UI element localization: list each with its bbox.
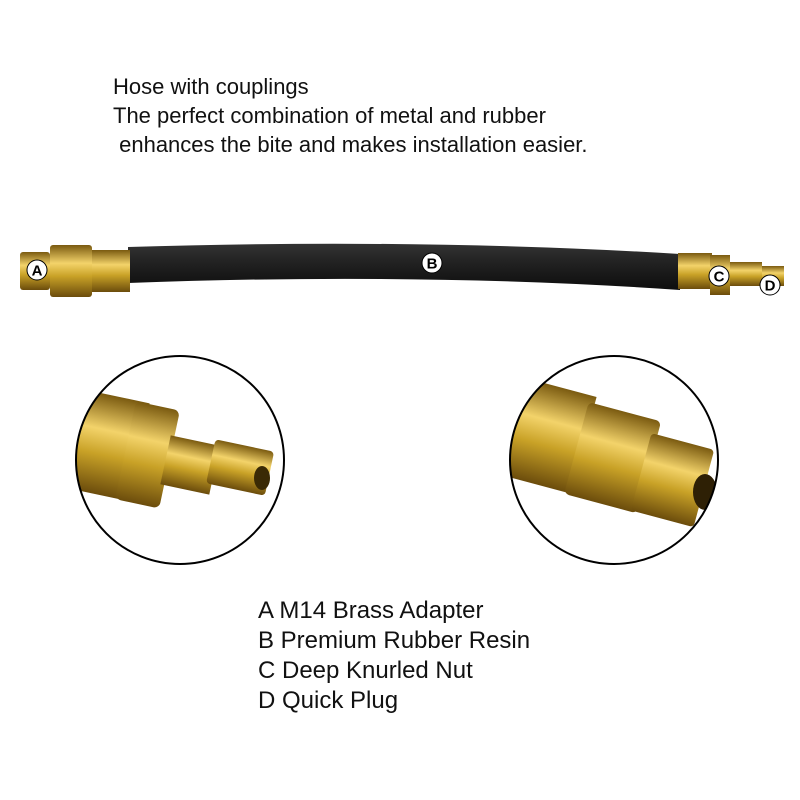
quick-plug	[730, 262, 762, 286]
detail-m14-adapter	[510, 376, 717, 527]
parts-legend: A M14 Brass Adapter B Premium Rubber Res…	[258, 596, 530, 716]
legend-item-c: C Deep Knurled Nut	[258, 657, 473, 684]
marker-d: D	[759, 274, 781, 296]
intro-text: Hose with couplings The perfect combinat…	[113, 72, 588, 159]
svg-text:C: C	[714, 269, 725, 286]
intro-line: enhances the bite and makes installation…	[113, 132, 588, 157]
marker-b: B	[421, 252, 443, 274]
intro-line: Hose with couplings	[113, 74, 309, 99]
legend-item-a: A M14 Brass Adapter	[258, 597, 484, 624]
marker-c: C	[708, 265, 730, 287]
svg-text:D: D	[765, 278, 776, 295]
brass-ferrule-right	[678, 253, 712, 289]
legend-item-b: B Premium Rubber Resin	[258, 627, 531, 654]
legend-item-d: D Quick Plug	[258, 687, 399, 714]
detail-circle-right	[509, 355, 719, 565]
svg-text:B: B	[427, 256, 438, 273]
brass-nut	[50, 245, 92, 297]
brass-ferrule	[92, 250, 130, 292]
marker-a: A	[26, 259, 48, 281]
detail-quick-plug	[76, 388, 274, 508]
intro-line: The perfect combination of metal and rub…	[113, 103, 546, 128]
rubber-hose	[128, 243, 680, 290]
detail-circle-left	[75, 355, 285, 565]
svg-text:A: A	[32, 263, 43, 280]
